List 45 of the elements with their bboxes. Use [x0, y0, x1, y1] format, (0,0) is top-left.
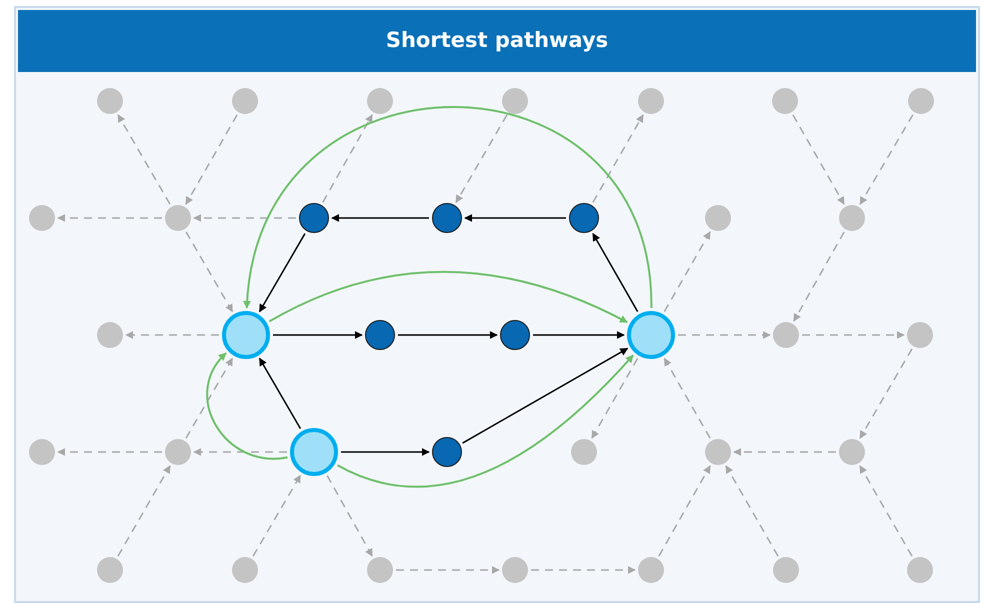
curved-arrow	[244, 106, 652, 309]
dashed-arrow	[664, 231, 711, 312]
arrow	[258, 233, 306, 312]
dashed-arrow	[117, 114, 171, 205]
dashed-arrow	[531, 566, 636, 574]
arrow	[341, 448, 430, 456]
dashed-arrow	[57, 214, 162, 222]
arrow	[464, 214, 566, 222]
dashed-arrow	[455, 114, 508, 204]
dashed-arrow	[117, 465, 171, 556]
dashed-arrow	[802, 331, 905, 339]
dashed-arrow	[859, 348, 913, 439]
curved-arrow	[268, 271, 628, 324]
arrow	[533, 331, 625, 339]
dashed-arrow	[591, 358, 638, 439]
dashed-arrow	[793, 232, 845, 322]
dashed-arrow	[193, 448, 287, 456]
dashed-arrow	[185, 114, 238, 205]
dashed-arrow	[252, 474, 302, 557]
dashed-arrow	[326, 475, 373, 557]
dashed-arrow	[733, 448, 836, 456]
dashed-arrow	[185, 231, 234, 312]
curved-arrow	[206, 352, 288, 460]
dashed-arrow	[396, 566, 500, 574]
arrow	[258, 358, 302, 430]
arrow	[462, 348, 628, 444]
dashed-arrow	[859, 114, 914, 205]
dashed-arrow	[185, 358, 234, 439]
dashed-arrow	[592, 114, 644, 203]
dashed-arrow	[57, 448, 162, 456]
curved-arrow	[337, 354, 634, 488]
arrow	[398, 331, 498, 339]
dashed-arrow	[322, 114, 373, 203]
dashed-arrow	[725, 465, 779, 556]
diagram-title: Shortest pathways	[386, 27, 608, 54]
arrow	[273, 331, 363, 339]
arrow	[592, 232, 638, 312]
dashed-arrow	[678, 331, 771, 339]
arrow	[331, 214, 429, 222]
dashed-arrow	[125, 331, 219, 339]
dashed-arrow	[859, 465, 913, 556]
dashed-arrow	[193, 214, 296, 222]
dashed-arrow	[658, 465, 711, 556]
dashed-arrow	[792, 114, 845, 205]
dashed-arrow	[664, 358, 711, 438]
